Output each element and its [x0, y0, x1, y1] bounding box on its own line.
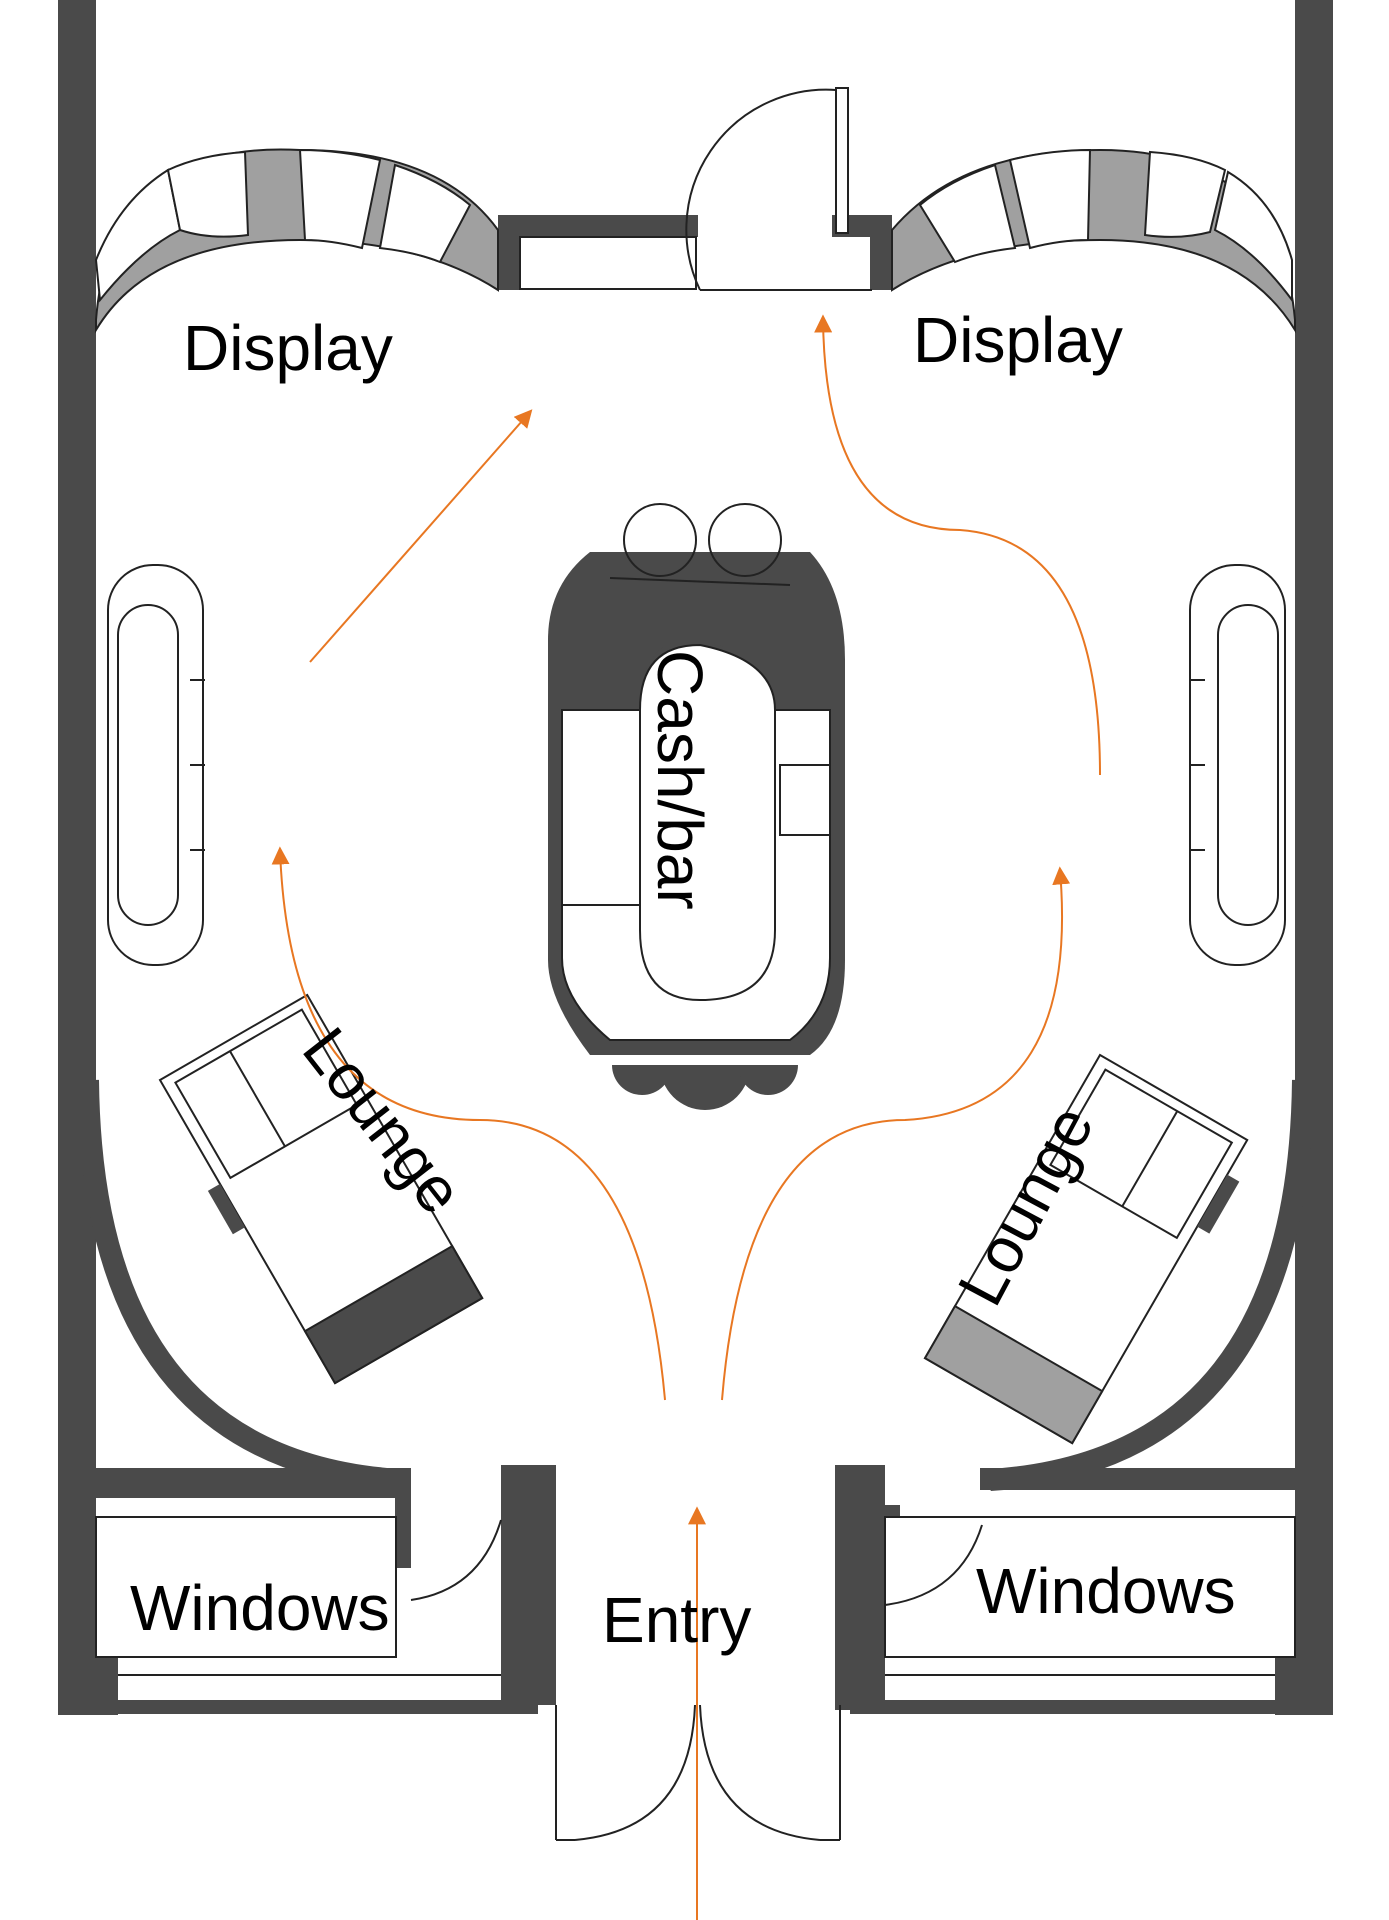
side-shelf-right	[1189, 564, 1286, 966]
lounge-curved-walls	[77, 1079, 1314, 1491]
left-upper-flow-arrow	[309, 409, 533, 663]
lounge-seating-left	[158, 993, 484, 1385]
outer-walls	[58, 0, 1333, 1714]
label-display-left: Display	[183, 312, 393, 384]
back-door-swing	[685, 88, 837, 291]
chair	[738, 1065, 798, 1095]
cash-bar-counter	[548, 503, 845, 1110]
right-wall	[1295, 0, 1333, 1705]
label-display-right: Display	[913, 304, 1123, 376]
entry-door-left-swing	[574, 1704, 696, 1841]
back-wall-right-jamb	[870, 215, 892, 290]
label-entry: Entry	[602, 1584, 751, 1656]
right-flow-arrow	[721, 866, 1071, 1401]
back-wall	[498, 87, 892, 291]
back-wall-recess	[519, 236, 697, 290]
entry-doors	[555, 1704, 841, 1841]
register	[779, 764, 831, 836]
display-case-right	[891, 148, 1296, 334]
back-wall-left-jamb	[498, 215, 520, 290]
side-door-left-swing	[410, 1519, 502, 1601]
bottom-left-wall	[58, 1700, 538, 1714]
back-door-leaf	[835, 87, 849, 234]
flow-arrows	[271, 314, 1101, 1920]
chair	[612, 1065, 672, 1095]
left-flow-arrow	[271, 846, 666, 1401]
bar-stool	[623, 503, 697, 577]
label-windows-right: Windows	[976, 1555, 1236, 1627]
front-walls	[58, 1465, 1333, 1715]
side-shelf-left	[107, 564, 205, 966]
right-upper-flow-arrow	[814, 314, 1101, 776]
chair	[660, 1065, 750, 1110]
entry-door-right-swing	[699, 1704, 821, 1841]
lounge-seating-right	[923, 1053, 1249, 1445]
side-door-right-swing	[884, 1524, 983, 1606]
label-windows-left: Windows	[130, 1572, 390, 1644]
back-wall-left-segment	[498, 215, 698, 237]
bar-stool	[708, 503, 782, 577]
display-case-left	[94, 148, 499, 334]
left-wall	[58, 0, 96, 1705]
label-cash-bar: Cash/bar	[644, 650, 716, 910]
bottom-right-wall	[850, 1700, 1333, 1714]
